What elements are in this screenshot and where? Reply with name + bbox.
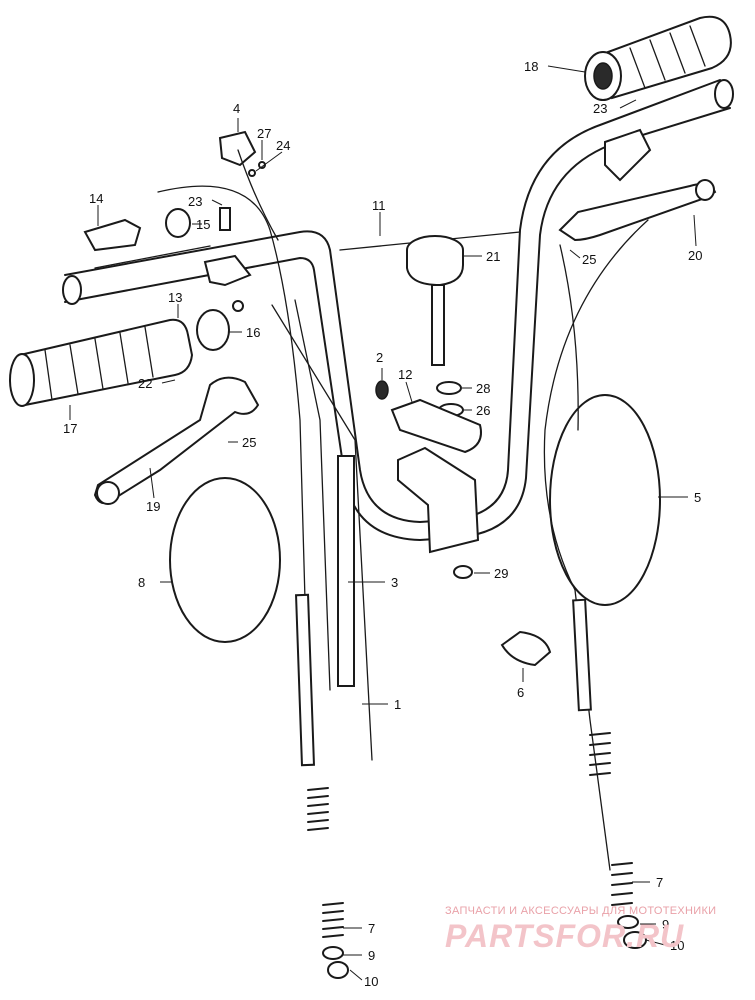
left-clamp-parts (83, 130, 266, 312)
cable-adjusters-left (307, 787, 349, 979)
control-cables (157, 149, 661, 871)
callout-6: 6 (517, 685, 524, 700)
left-grip (9, 309, 230, 407)
callout-14: 14 (89, 191, 103, 206)
watermark-logo: PARTSFOR.RU (445, 918, 685, 954)
callout-1: 1 (394, 697, 401, 712)
callout-13: 13 (168, 290, 182, 305)
callout-23b: 23 (593, 101, 607, 116)
callout-9b: 9 (662, 917, 669, 932)
callout-27: 27 (257, 126, 271, 141)
callout-5: 5 (694, 490, 701, 505)
callout-labels: 1 2 3 4 5 6 7 7 8 9 9 10 10 11 12 13 14 … (63, 59, 702, 989)
callout-3: 3 (391, 575, 398, 590)
callout-11: 11 (372, 198, 386, 213)
callout-18: 18 (524, 59, 538, 74)
callout-7b: 7 (656, 875, 663, 890)
cable-adjusters-right (589, 732, 647, 949)
callout-19: 19 (146, 499, 160, 514)
callout-22: 22 (138, 376, 152, 391)
callout-29: 29 (494, 566, 508, 581)
callout-15: 15 (196, 217, 210, 232)
leader-lines (69, 65, 697, 981)
callout-8: 8 (138, 575, 145, 590)
callout-21: 21 (486, 249, 500, 264)
callout-7a: 7 (368, 921, 375, 936)
right-grip (584, 15, 732, 101)
callout-2: 2 (376, 350, 383, 365)
callout-23a: 23 (188, 194, 202, 209)
right-lever (558, 128, 717, 242)
callout-28: 28 (476, 381, 490, 396)
handlebar-stem (375, 235, 552, 667)
watermark-tagline: ЗАПЧАСТИ И АКСЕССУАРЫ ДЛЯ МОТОТЕХНИКИ (445, 905, 717, 917)
left-lever (93, 376, 260, 505)
callout-9a: 9 (368, 948, 375, 963)
callout-24: 24 (276, 138, 290, 153)
callout-26: 26 (476, 403, 490, 418)
callout-20: 20 (688, 248, 702, 263)
callout-16: 16 (246, 325, 260, 340)
callout-10a: 10 (364, 974, 378, 989)
callout-25b: 25 (242, 435, 256, 450)
callout-12: 12 (398, 367, 412, 382)
callout-25a: 25 (582, 252, 596, 267)
callout-10b: 10 (670, 938, 684, 953)
callout-4: 4 (233, 101, 240, 116)
callout-17: 17 (63, 421, 77, 436)
